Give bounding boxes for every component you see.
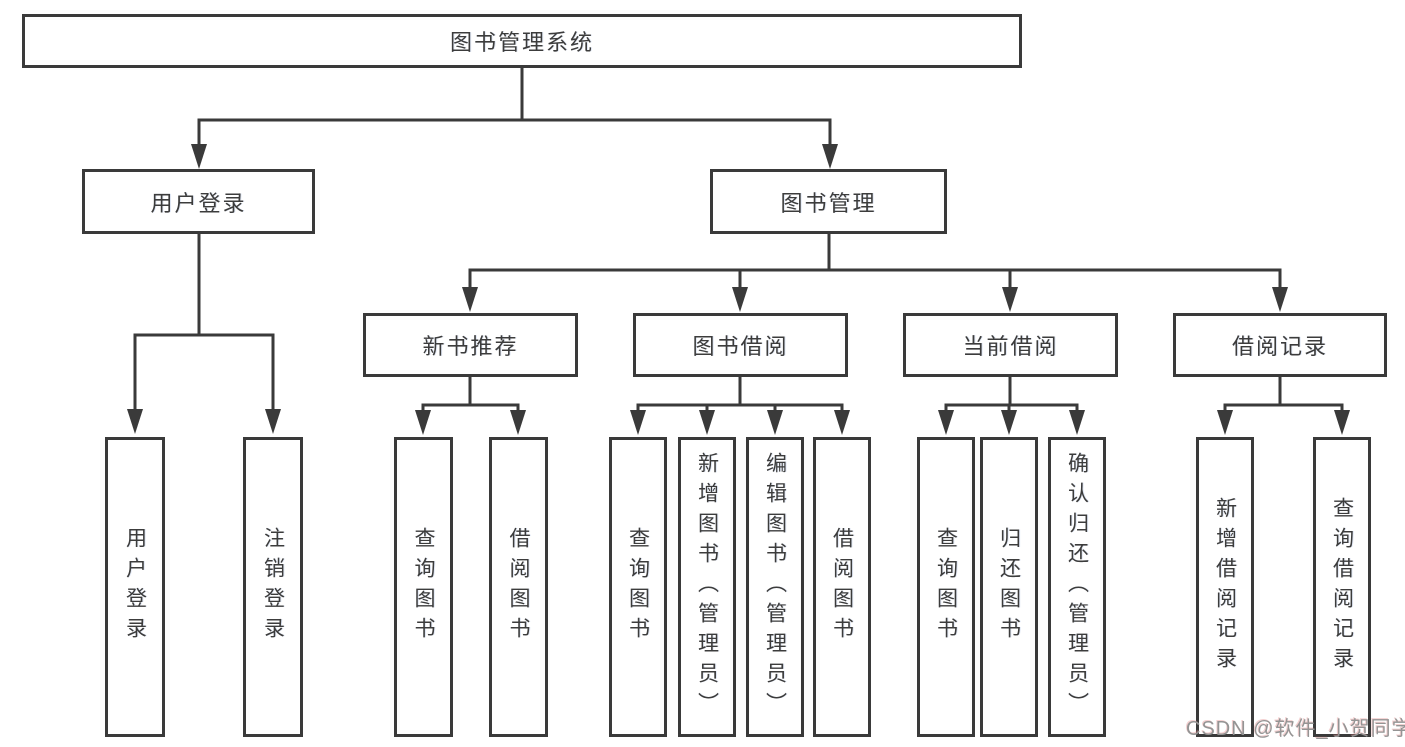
leaf-current-query-books: 查询图书 bbox=[917, 437, 975, 737]
connector-borrow-records bbox=[1223, 375, 1344, 414]
leaf-recommend-query-books-label: 查询图书 bbox=[412, 527, 435, 647]
leaf-borrow-add-books-admin: 新增图书（管理员） bbox=[678, 437, 736, 737]
leaf-borrow-edit-books-admin: 编辑图书（管理员） bbox=[746, 437, 804, 737]
node-book-borrow: 图书借阅 bbox=[633, 313, 848, 377]
leaf-borrow-add-books-admin-label: 新增图书（管理员） bbox=[695, 452, 719, 722]
node-user-login: 用户登录 bbox=[82, 169, 315, 234]
node-current-borrow-label: 当前借阅 bbox=[962, 334, 1059, 359]
connector-current-borrow bbox=[944, 375, 1079, 414]
arrowheads bbox=[127, 144, 1350, 435]
node-user-login-label: 用户登录 bbox=[150, 190, 247, 216]
node-root: 图书管理系统 bbox=[22, 14, 1022, 68]
leaf-logout-label: 注销登录 bbox=[261, 527, 285, 647]
node-borrow-records-label: 借阅记录 bbox=[1231, 334, 1328, 359]
node-new-book-recommend: 新书推荐 bbox=[363, 313, 578, 377]
node-book-management-label: 图书管理 bbox=[780, 190, 877, 216]
node-book-borrow-label: 图书借阅 bbox=[692, 334, 789, 359]
node-new-book-recommend-label: 新书推荐 bbox=[422, 334, 519, 359]
leaf-current-confirm-return-admin-label: 确认归还（管理员） bbox=[1065, 452, 1089, 722]
leaf-user-login-label: 用户登录 bbox=[123, 527, 147, 647]
leaf-recommend-borrow-books: 借阅图书 bbox=[489, 437, 548, 737]
leaf-logout: 注销登录 bbox=[243, 437, 303, 737]
leaf-borrow-borrow-books: 借阅图书 bbox=[813, 437, 871, 737]
node-root-label: 图书管理系统 bbox=[449, 30, 594, 55]
leaf-current-return-books: 归还图书 bbox=[980, 437, 1038, 737]
node-borrow-records: 借阅记录 bbox=[1173, 313, 1387, 377]
leaf-borrow-borrow-books-label: 借阅图书 bbox=[830, 527, 854, 647]
connector-new-book-recommend bbox=[421, 375, 520, 414]
node-current-borrow: 当前借阅 bbox=[903, 313, 1118, 377]
connector-book-borrow bbox=[636, 375, 844, 414]
csdn-watermark: CSDN @软件_小贺同学 bbox=[1186, 718, 1405, 740]
connector-user-login bbox=[133, 231, 275, 413]
leaf-records-add-record-label: 新增借阅记录 bbox=[1213, 497, 1237, 677]
leaf-current-query-books-label: 查询图书 bbox=[934, 527, 958, 647]
leaf-recommend-borrow-books-label: 借阅图书 bbox=[507, 527, 530, 647]
connector-book-management bbox=[468, 232, 1282, 291]
connector-root bbox=[197, 66, 832, 148]
leaf-records-add-record: 新增借阅记录 bbox=[1196, 437, 1254, 737]
leaf-borrow-query-books-label: 查询图书 bbox=[626, 527, 650, 647]
leaf-borrow-edit-books-admin-label: 编辑图书（管理员） bbox=[763, 452, 787, 722]
node-book-management: 图书管理 bbox=[710, 169, 947, 234]
leaf-current-return-books-label: 归还图书 bbox=[997, 527, 1021, 647]
leaf-user-login: 用户登录 bbox=[105, 437, 165, 737]
leaf-current-confirm-return-admin: 确认归还（管理员） bbox=[1048, 437, 1106, 737]
leaf-records-query-record-label: 查询借阅记录 bbox=[1330, 497, 1354, 677]
leaf-recommend-query-books: 查询图书 bbox=[394, 437, 453, 737]
leaf-borrow-query-books: 查询图书 bbox=[609, 437, 667, 737]
leaf-records-query-record: 查询借阅记录 bbox=[1313, 437, 1371, 737]
